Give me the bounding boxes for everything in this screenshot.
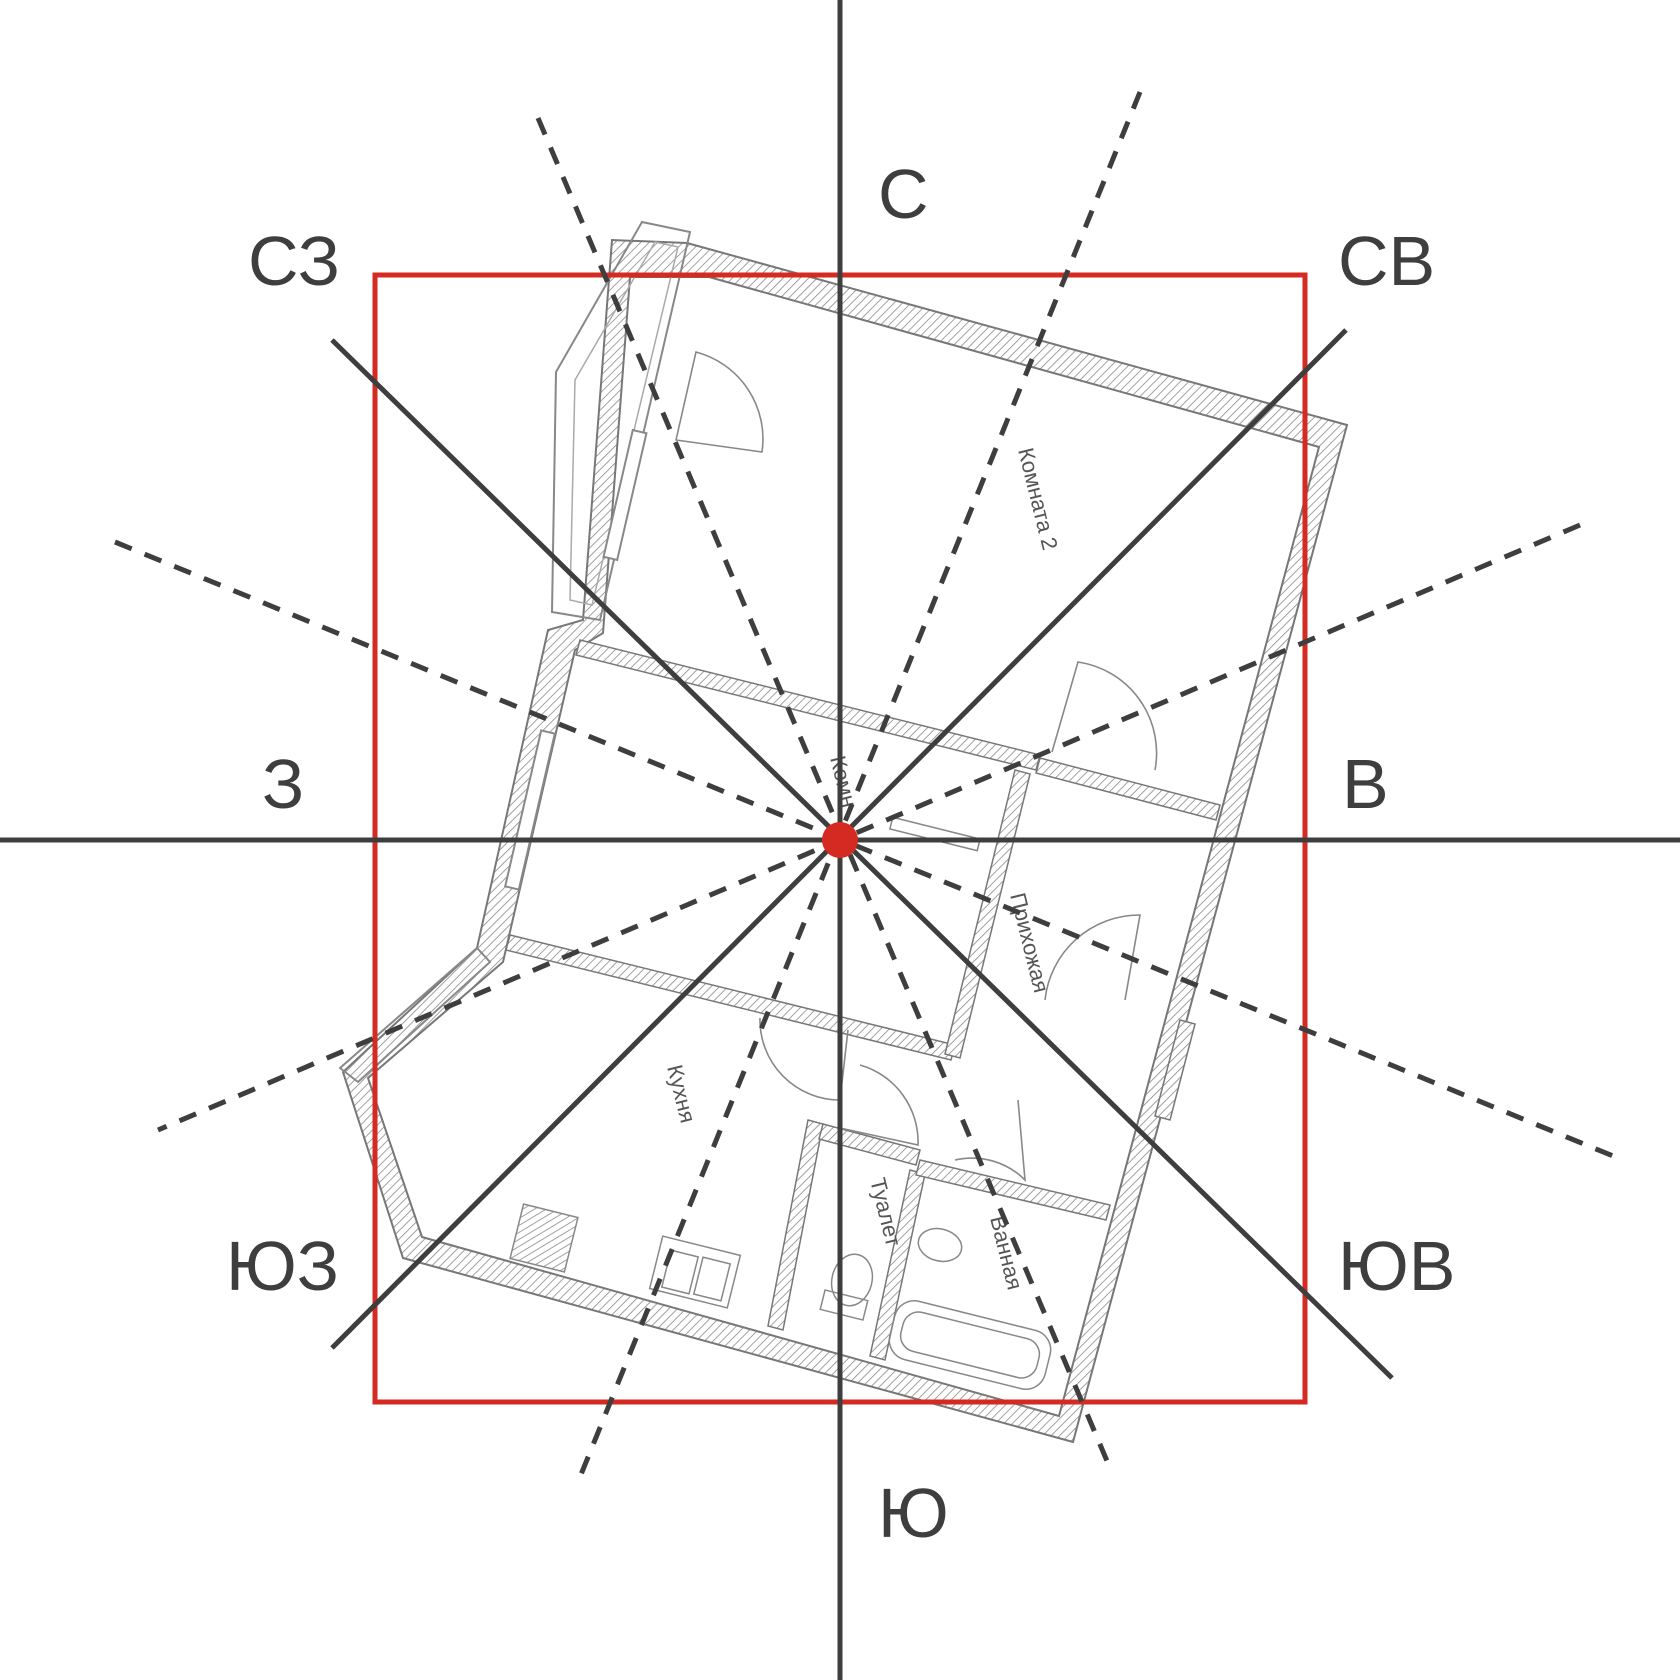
label-southeast: ЮВ [1338, 1227, 1455, 1305]
label-southwest: ЮЗ [226, 1227, 339, 1305]
door-bathroom [954, 1099, 1026, 1183]
label-west: З [262, 745, 304, 823]
axis-nw-se [330, 338, 1394, 1380]
label-north: С [878, 155, 929, 233]
wall-room2-hall [1035, 757, 1221, 821]
window-west-2 [503, 729, 557, 891]
direction-labels: С СВ В ЮВ Ю ЮЗ З СЗ [226, 155, 1455, 1552]
kitchen-sink [648, 1235, 742, 1309]
room-label-toilet: Туалет [865, 1175, 906, 1249]
divider-wnw [114, 539, 1619, 1161]
door-room2-balcony [675, 351, 764, 453]
door-room2 [1051, 661, 1158, 771]
divider-nne [575, 91, 1143, 1483]
wall-kitchen-toilet [767, 1119, 824, 1331]
sector-dividers [114, 91, 1619, 1483]
balcony-south [338, 946, 492, 1084]
bathroom-sink [917, 1227, 963, 1263]
window-west-1 [602, 428, 648, 562]
room-label-hallway: Прихожая [1005, 890, 1054, 995]
label-south: Ю [878, 1474, 949, 1552]
divider-ene [157, 522, 1581, 1133]
label-east: В [1342, 745, 1389, 823]
kitchen-stove [509, 1203, 579, 1273]
room-label-room2: Комната 2 [1013, 445, 1063, 552]
room-label-kitchen: Кухня [662, 1062, 701, 1125]
bathtub [888, 1300, 1052, 1390]
wall-hall-east [1154, 1019, 1196, 1121]
wall-toilet-top [818, 1123, 921, 1166]
door-toilet [839, 1064, 919, 1146]
center-point [822, 822, 858, 858]
balcony-north [550, 220, 692, 622]
label-northeast: СВ [1338, 222, 1435, 300]
wall-bath-top [915, 1159, 1111, 1221]
divider-nnw [535, 117, 1113, 1469]
outer-wall [341, 238, 1349, 1444]
wall-room1-kitchen [505, 934, 956, 1061]
room-label-room1: Комн [825, 753, 862, 810]
door-kitchen [759, 1017, 849, 1101]
label-northwest: СЗ [248, 222, 340, 300]
toilet-fixture [819, 1253, 874, 1321]
